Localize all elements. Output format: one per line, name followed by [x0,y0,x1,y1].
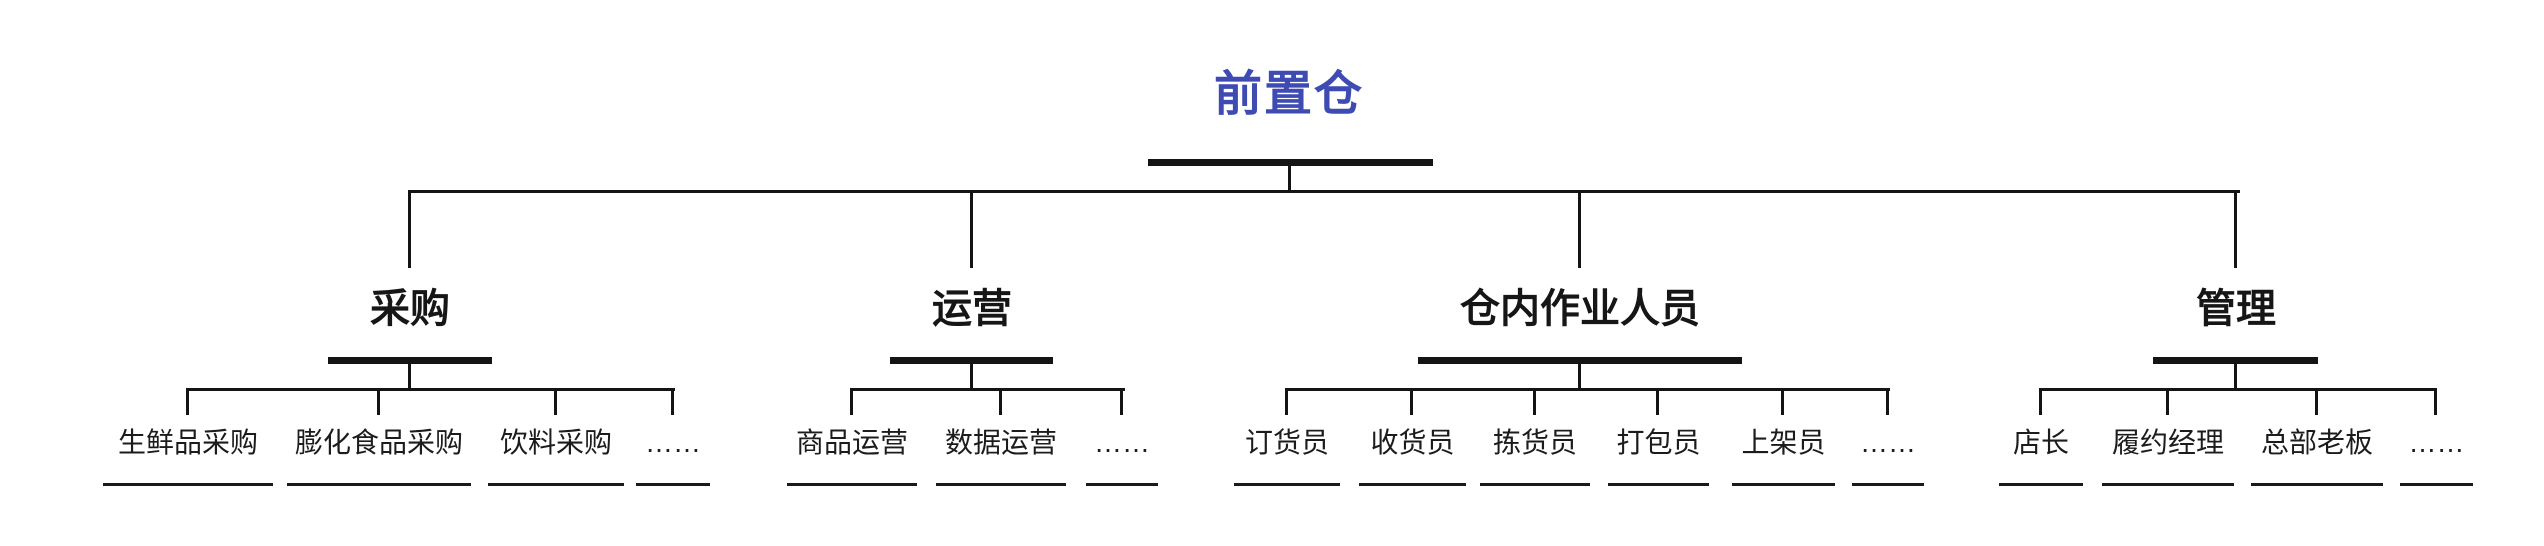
connector-hline [2039,388,2437,391]
root-underline-bar [1148,159,1433,166]
connector-hline [186,388,675,391]
branch-underline-bar [1418,357,1742,364]
branch-title: 采购 [370,287,450,331]
connector-vline [408,364,411,391]
leaf-label: 商品运营 [787,426,917,486]
connector-stub [671,388,674,415]
connector-hline [850,388,1125,391]
connector-vline-branch-procurement [408,190,411,268]
leaf-label: 拣货员 [1480,426,1590,486]
level1-connector-hline [408,190,2240,193]
connector-stub [377,388,380,415]
leaf-label: 总部老板 [2251,426,2383,486]
root-connector-vline [1288,164,1291,193]
connector-stub [1285,388,1288,415]
root-title: 前置仓 [1213,68,1364,121]
connector-vline [1578,364,1581,391]
connector-stub [2434,388,2437,415]
leaf-label: 收货员 [1359,426,1466,486]
connector-stub [1886,388,1889,415]
leaf-label: 订货员 [1234,426,1340,486]
connector-vline-branch-operations [970,190,973,268]
leaf-label: 数据运营 [936,426,1066,486]
connector-vline [2234,364,2237,391]
branch-underline-bar [2153,357,2318,364]
connector-vline-branch-management [2234,190,2237,268]
leaf-label: 饮料采购 [488,426,624,486]
leaf-label: …… [636,426,710,486]
leaf-label: 上架员 [1732,426,1835,486]
connector-stub [2039,388,2042,415]
leaf-label: 店长 [1999,426,2083,486]
leaf-label: 膨化食品采购 [287,426,471,486]
branch-underline-bar [328,357,492,364]
connector-stub [1656,388,1659,415]
connector-vline [970,364,973,391]
branch-title: 仓内作业人员 [1460,287,1700,331]
connector-stub [2315,388,2318,415]
branch-title: 管理 [2196,287,2276,331]
leaf-label: …… [2400,426,2473,486]
connector-stub [850,388,853,415]
branch-underline-bar [890,357,1053,364]
leaf-label: 生鲜品采购 [103,426,273,486]
leaf-label: 打包员 [1608,426,1709,486]
branch-title: 运营 [932,287,1012,331]
connector-stub [1120,388,1123,415]
connector-stub [186,388,189,415]
connector-stub [2166,388,2169,415]
connector-stub [999,388,1002,415]
connector-stub [1781,388,1784,415]
connector-vline-branch-warehouse-staff [1578,190,1581,268]
connector-hline [1285,388,1890,391]
connector-stub [1410,388,1413,415]
connector-stub [1533,388,1536,415]
leaf-label: …… [1852,426,1924,486]
leaf-label: 履约经理 [2102,426,2234,486]
connector-stub [554,388,557,415]
leaf-label: …… [1086,426,1158,486]
